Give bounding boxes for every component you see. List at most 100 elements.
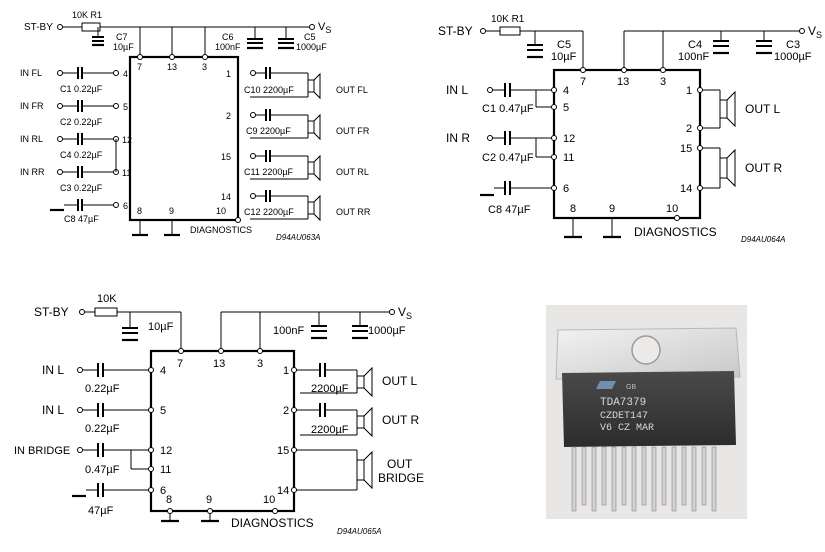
c3-value: 1000µF [774,51,812,63]
c3-label: C3 0.22µF [60,183,103,193]
c-47u-label: 47µF [88,505,114,517]
c8-label: C8 47µF [64,214,99,224]
speaker-l-icon [356,375,365,389]
c-047-label: 0.47µF [85,464,120,476]
c-1000u-label: 1000µF [368,325,406,337]
c1-label: C1 0.22µF [60,84,103,94]
pin-10: 10 [216,206,226,216]
input-l-label: IN L [446,83,468,97]
pin-5: 5 [160,405,166,417]
stby-terminal [57,24,63,30]
resistor-r1 [81,22,101,32]
pin-2: 2 [226,111,231,121]
pin-10: 10 [263,494,275,506]
speaker-rl-icon [307,161,315,175]
speaker-fr-icon [307,120,315,134]
input-bridge-label: IN BRIDGE [14,445,70,457]
pin-13: 13 [617,76,629,88]
c9-label: C9 2200µF [246,126,291,136]
stby-label: ST-BY [34,305,69,319]
c7-value: 10µF [113,42,134,52]
chip-pins [571,446,717,512]
pin-11: 11 [563,152,574,164]
pin-2: 2 [283,405,289,417]
pin-6: 6 [160,485,166,497]
pin-6: 6 [123,201,128,211]
pin-13: 13 [167,62,177,72]
c4-label: C4 0.22µF [60,150,103,160]
input-fr-label: IN FR [20,101,44,111]
pin-4: 4 [563,85,569,97]
pin-9: 9 [206,494,212,506]
pin-3: 3 [202,62,207,72]
stby-label: ST-BY [24,22,53,33]
output-rr: 14 C12 2200µF OUT RR [221,190,371,222]
input-l2-label: IN L [42,403,64,417]
diagnostics-label: DIAGNOSTICS [231,516,314,530]
c2-label: C2 0.47µF [482,152,534,164]
pin-11: 11 [122,168,131,178]
ic-body [128,55,240,222]
diagram-code: D94AU063A [276,233,320,242]
pin-4: 4 [160,365,166,377]
diagram-code: D94AU065A [337,527,381,536]
c11-label: C11 2200µF [244,167,294,177]
pin-12: 12 [563,133,575,145]
schematic-quad-channel: ST-BY 10K R1 VS C7 10µF 7 13 3 C6 100nF … [20,10,371,242]
pin-7: 7 [177,358,183,370]
pin-15: 15 [680,143,692,155]
pin-8: 8 [570,203,576,215]
pin-9: 9 [609,203,615,215]
out-r-label: OUT R [382,413,419,427]
output-fl: 1 C10 2200µF OUT FL [226,67,368,100]
input-r-label: IN R [446,131,470,145]
pin-2: 2 [686,123,692,135]
chip-marking-1: TDA7379 [600,397,646,409]
c-022b-label: 0.22µF [85,423,120,435]
pin-14: 14 [680,183,692,195]
input-rr-label: IN RR [20,167,45,177]
c2-label: C2 0.22µF [60,117,103,127]
stby-label: ST-BY [438,24,473,38]
pin-3: 3 [257,358,263,370]
pin-15: 15 [277,445,289,457]
chip-illustration: GB TDA7379 CZDET147 V6 CZ MAR [546,305,747,519]
pin-7: 7 [580,76,586,88]
input-fl-label: IN FL [20,68,42,78]
speaker-l-icon [719,99,728,119]
st-logo-icon [596,381,616,389]
vs-terminal [309,24,315,30]
output-rl: 15 C11 2200µF OUT RL [221,150,369,182]
out-fr-label: OUT FR [336,126,370,136]
pin-14: 14 [221,192,231,202]
resistor-r1 [499,26,521,36]
pin-3: 3 [660,76,666,88]
out-l-label: OUT L [745,102,780,116]
c-10u-label: 10µF [148,321,174,333]
vs-label: VS [318,21,331,35]
r-label: 10K [97,293,117,305]
out-bridge-label-1: OUT [387,457,413,471]
c7-label: C7 [116,32,128,42]
out-r-label: OUT R [745,161,782,175]
pin-5: 5 [123,102,128,112]
pin-6: 6 [563,183,569,195]
out-fl-label: OUT FL [336,85,368,95]
diagnostics-label: DIAGNOSTICS [190,225,252,235]
c-2200a-label: 2200µF [311,383,349,395]
speaker-r-icon [719,157,728,179]
speaker-bridge-icon [356,459,365,481]
mounting-hole-icon [631,335,661,365]
chip-marking-3: V6 CZ MAR [600,423,654,434]
pin-1: 1 [283,365,289,377]
speaker-r-icon [356,415,365,429]
pin-1: 1 [226,69,231,79]
pin-10: 10 [666,203,678,215]
input-l-label: IN L [42,363,64,377]
output-fr: 2 C9 2200µF OUT FR [226,109,370,141]
pin-8: 8 [137,206,142,216]
c-2200b-label: 2200µF [311,424,349,436]
out-rr-label: OUT RR [336,207,371,217]
speaker-rr-icon [307,201,315,215]
